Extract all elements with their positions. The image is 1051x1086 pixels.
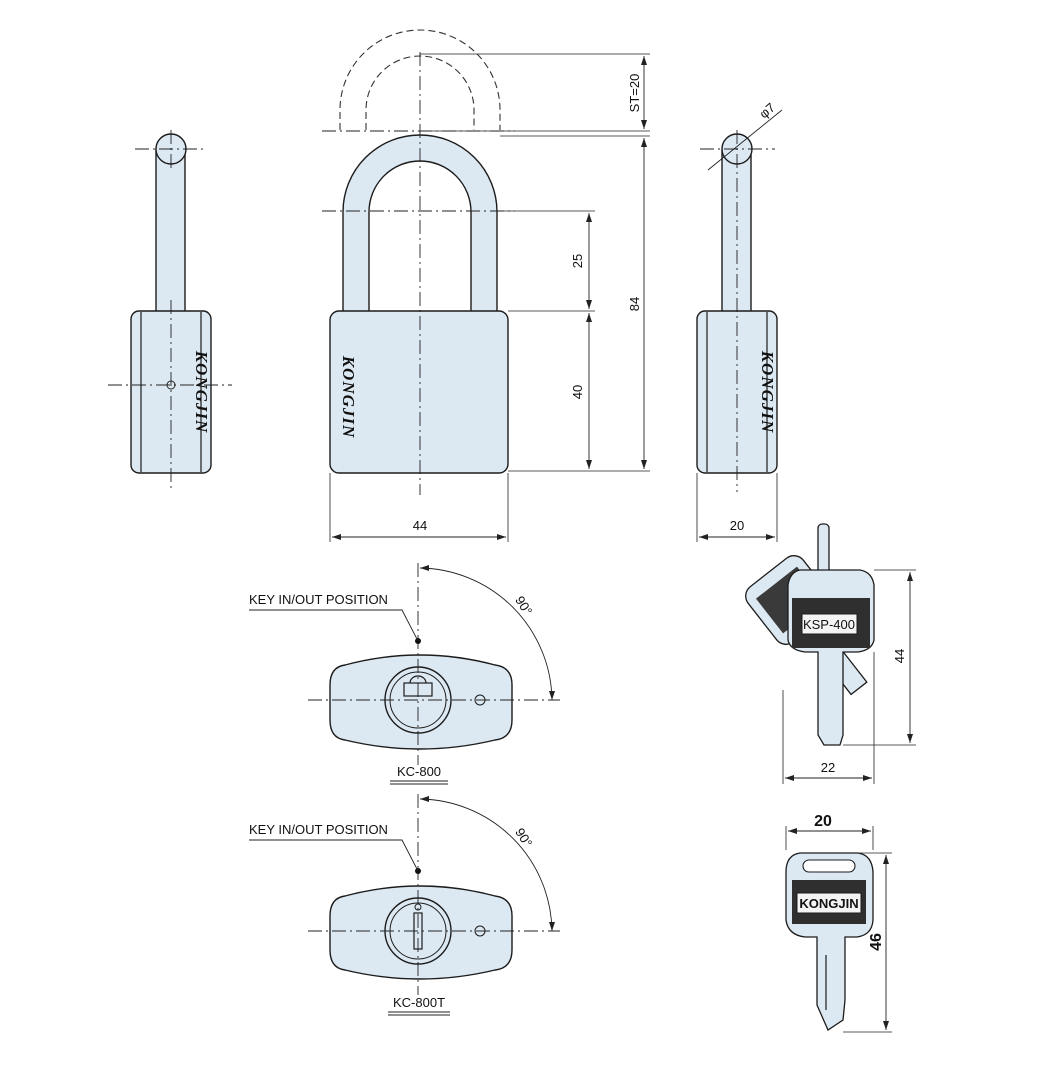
front-key [787, 569, 875, 746]
key-outline [785, 852, 874, 1031]
left-brand-mark: KONGJIN [192, 350, 211, 434]
right-side-view: KONGJIN φ7 20 [696, 100, 783, 542]
left-shackle-stem [155, 149, 186, 316]
dim-stroke: ST=20 [627, 74, 642, 113]
key-hole [802, 859, 856, 873]
kc800-model-label: KC-800 [397, 764, 441, 779]
kc800t-angle: 90° [512, 825, 535, 850]
front-dimensions: ST=20 84 25 40 44 [329, 53, 650, 542]
dim-key-set-height: 44 [892, 649, 907, 663]
dim-body-width: 44 [413, 518, 427, 533]
dim-body-thickness: 20 [730, 518, 744, 533]
dim-key-set-width: 22 [821, 760, 835, 775]
ghost-shackle-outer [339, 29, 501, 130]
key-label-plate [796, 892, 862, 914]
dim-shackle-clearance: 25 [570, 254, 585, 268]
kc800-angle: 90° [512, 593, 535, 618]
right-brand-mark: KONGJIN [758, 350, 777, 434]
cylinder-kc800t-view: 90° KEY IN/OUT POSITION KC-800T [249, 794, 560, 1016]
dim-overall-height: 84 [627, 297, 642, 311]
front-view: KONGJIN [322, 29, 515, 495]
key-set: KSP-400 44 22 [745, 523, 916, 784]
key-brand-label: KONGJIN [799, 896, 858, 911]
front-brand-mark: KONGJIN [339, 355, 358, 439]
kc800t-model-label: KC-800T [393, 995, 445, 1010]
kc800-key-position-note: KEY IN/OUT POSITION [249, 592, 388, 607]
front-body [329, 310, 509, 474]
cylinder-kc800-view: 90° KEY IN/OUT POSITION KC-800 [249, 563, 560, 785]
single-key: KONGJIN 20 46 [785, 813, 892, 1033]
key-set-label: KSP-400 [803, 617, 855, 632]
dim-key-width: 20 [814, 813, 832, 830]
dim-body-height: 40 [570, 385, 585, 399]
left-side-view: KONGJIN [108, 130, 232, 492]
dim-key-length: 46 [868, 933, 885, 951]
front-shackle [342, 134, 498, 313]
right-shackle-stem [721, 149, 752, 316]
key-set-label-plate [801, 613, 858, 635]
kc800t-key-position-note: KEY IN/OUT POSITION [249, 822, 388, 837]
dim-shackle-diameter: φ7 [756, 100, 778, 122]
